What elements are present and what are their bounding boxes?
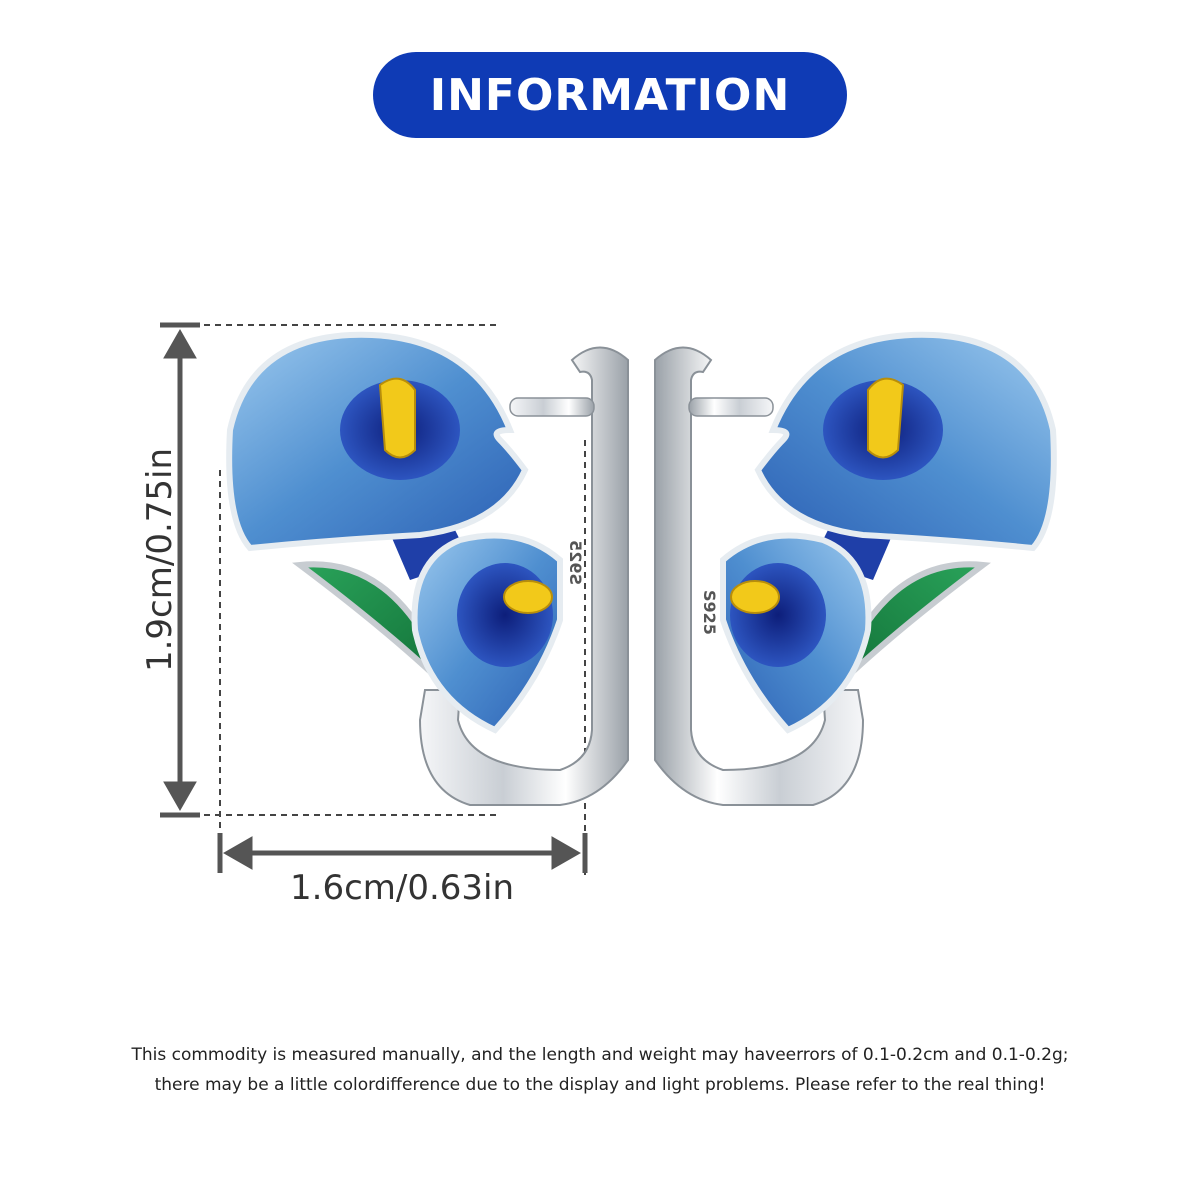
right-earring	[654, 331, 1057, 806]
silver-hoop	[418, 346, 629, 806]
small-throat	[457, 563, 553, 667]
dimension-guides	[160, 322, 588, 875]
silver-post	[688, 397, 774, 417]
disclaimer-line-1: This commodity is measured manually, and…	[131, 1045, 1069, 1065]
height-arrow	[160, 322, 200, 818]
small-stamen	[503, 580, 553, 614]
small-throat	[730, 563, 826, 667]
disclaimer: This commodity is measured manually, and…	[0, 1040, 1200, 1100]
information-banner: INFORMATION	[373, 52, 847, 138]
width-label: 1.6cm/0.63in	[290, 868, 515, 908]
width-arrow	[217, 833, 588, 873]
s925-stamp-right: S925	[700, 590, 719, 635]
disclaimer-line-2: there may be a little colordifference du…	[154, 1075, 1046, 1095]
banner-title: INFORMATION	[429, 69, 791, 121]
silver-post	[509, 397, 595, 417]
s925-stamp-left: S925	[566, 540, 585, 585]
small-stamen	[730, 580, 780, 614]
large-stamen	[867, 377, 905, 459]
silver-hoop	[654, 346, 865, 806]
left-earring: S925	[226, 331, 629, 806]
large-stamen	[378, 377, 416, 459]
height-label: 1.9cm/0.75in	[140, 447, 180, 673]
